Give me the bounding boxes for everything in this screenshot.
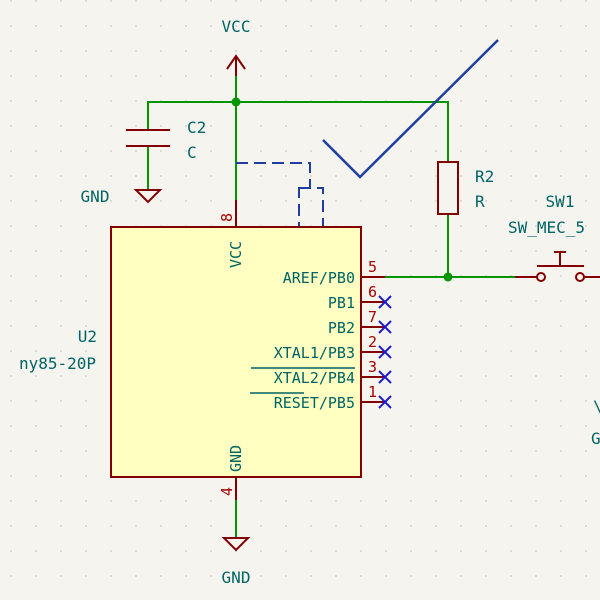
switch-contact	[536, 272, 546, 282]
capacitor-ref: C2	[187, 118, 206, 137]
gnd-power-symbol-bottom[interactable]: GND	[221, 537, 251, 587]
gnd-power-symbol-cap[interactable]: GND	[81, 187, 163, 206]
capacitor-c2[interactable]: C2 C	[126, 118, 206, 162]
no-connect-icon	[378, 370, 392, 384]
ic-pin-number: 3	[368, 358, 377, 376]
ic-value: ny85-20P	[19, 354, 96, 373]
ic-u2[interactable]: 8 VCC 4 GND 5 AREF/PB0 6 PB1 7 PB2	[19, 200, 392, 500]
resistor-ref: R2	[475, 167, 494, 186]
no-connect-icon	[378, 395, 392, 409]
switch-sw1[interactable]: SW1 SW_MEC_5	[508, 192, 600, 282]
ic-pin-row-3[interactable]: 2 XTAL1/PB3	[274, 333, 392, 362]
gnd-cap-label: GND	[81, 187, 110, 206]
ic-pin-number: 7	[368, 308, 377, 326]
ic-pin-row-0[interactable]: 5 AREF/PB0	[283, 258, 385, 287]
ic-ref: U2	[78, 327, 97, 346]
ic-pin-number-vcc: 8	[218, 213, 236, 222]
checkmark-icon	[322, 39, 499, 179]
ground-icon	[221, 537, 251, 552]
ic-pin-row-4[interactable]: 3 XTAL2/PB4	[251, 358, 392, 387]
ic-pin-name-gnd: GND	[227, 445, 245, 472]
ic-pin-name: PB2	[328, 319, 355, 337]
edge-glyph: G	[591, 429, 600, 448]
resistor-value: R	[475, 192, 485, 211]
ground-icon	[133, 189, 163, 204]
junction-dot	[443, 272, 453, 282]
ic-pin-number-gnd: 4	[218, 487, 236, 496]
ic-pin-row-1[interactable]: 6 PB1	[328, 283, 392, 312]
switch-value: SW_MEC_5	[508, 218, 585, 237]
resistor-body	[437, 161, 459, 215]
capacitor-value: C	[187, 143, 197, 162]
ic-pin-row-2[interactable]: 7 PB2	[328, 308, 392, 337]
vcc-power-symbol[interactable]: VCC	[222, 17, 251, 77]
ic-pin-row-5[interactable]: 1 RESET/PB5	[250, 383, 392, 412]
ic-pin-number: 6	[368, 283, 377, 301]
ic-pin-name: AREF/PB0	[283, 269, 355, 287]
ic-pin-name: PB1	[328, 294, 355, 312]
no-connect-icon	[378, 345, 392, 359]
ic-pin-number: 2	[368, 333, 377, 351]
resistor-r2[interactable]: R2 R	[437, 161, 494, 215]
ic-pin-name-vcc: VCC	[227, 241, 245, 268]
vcc-label: VCC	[222, 17, 251, 36]
wires	[147, 76, 516, 539]
ic-pin-name: XTAL2/PB4	[274, 369, 355, 387]
switch-ref: SW1	[546, 192, 575, 211]
edge-glyph: \	[593, 397, 600, 416]
ic-pin-name: RESET/PB5	[274, 394, 355, 412]
ic-pin-number: 1	[368, 383, 377, 401]
ic-pin-name: XTAL1/PB3	[274, 344, 355, 362]
no-connect-icon	[378, 320, 392, 334]
gnd-bottom-label: GND	[222, 568, 251, 587]
no-connect-icon	[378, 295, 392, 309]
junction-dot	[231, 97, 241, 107]
ic-pin-number: 5	[368, 258, 377, 276]
